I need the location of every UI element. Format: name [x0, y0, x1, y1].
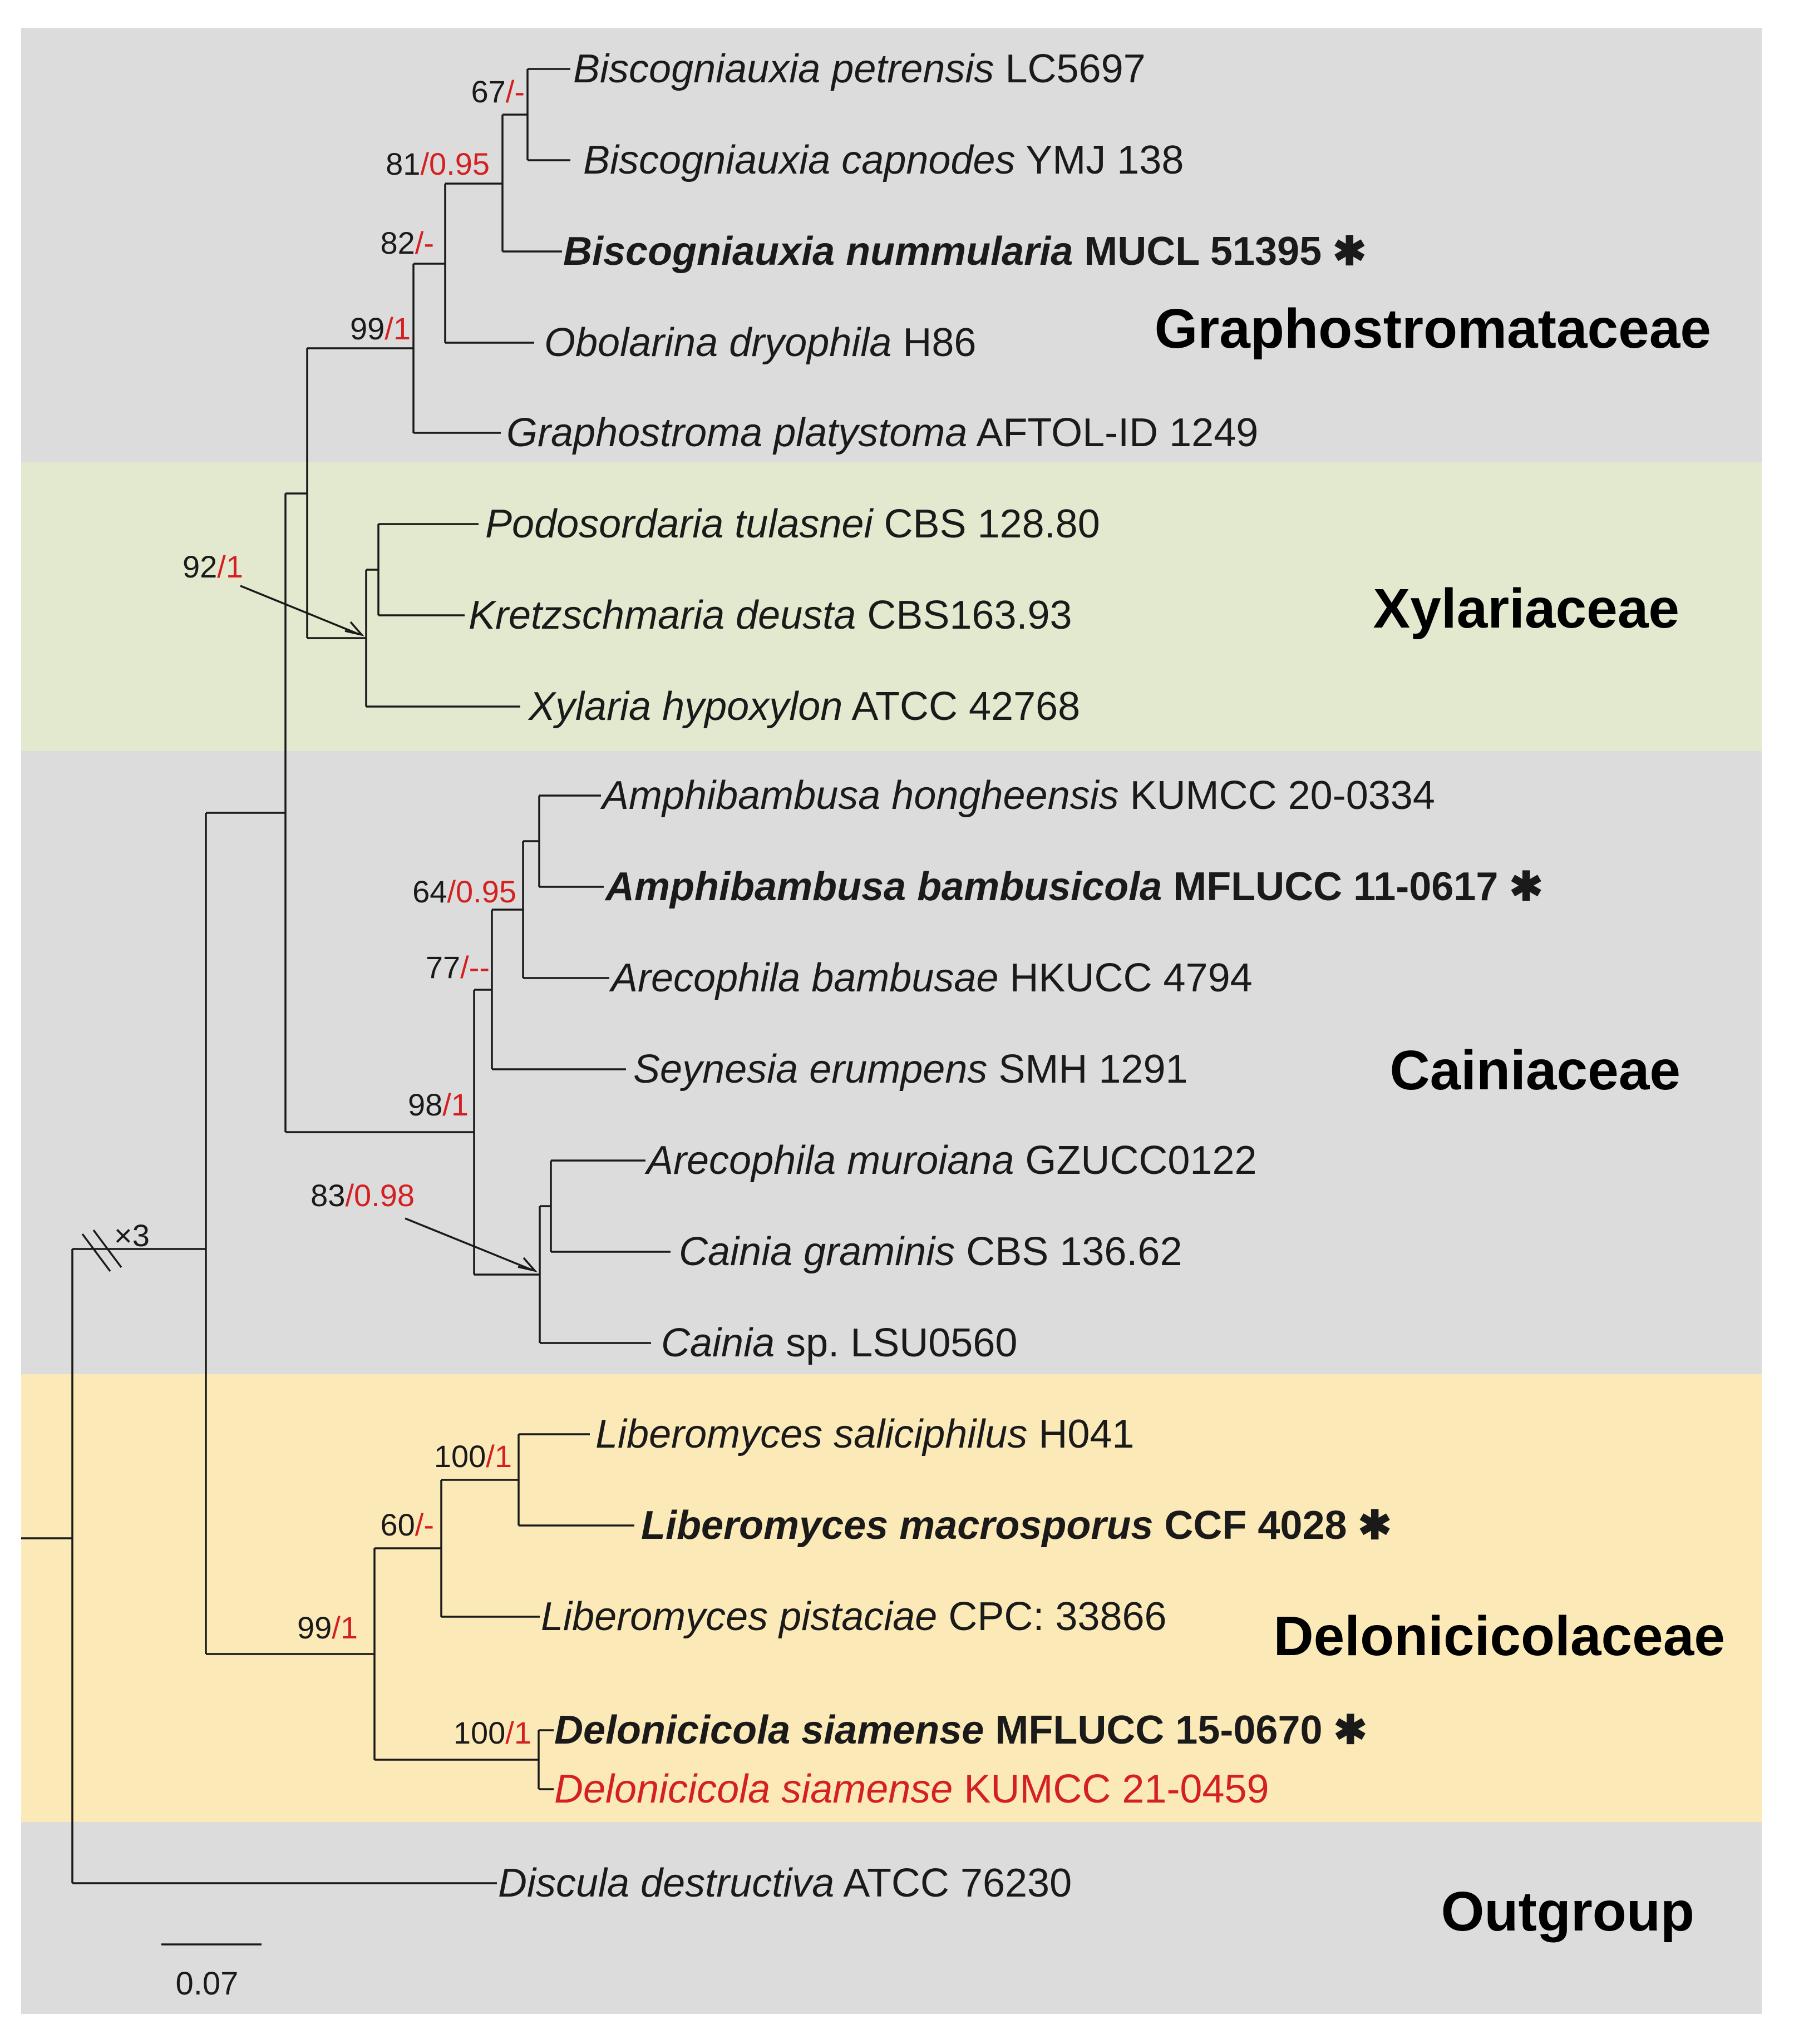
taxon-label: Delonicicola siamense MFLUCC 15-0670 ✱ [554, 1708, 1367, 1752]
family-labels: Graphostromataceae Xylariaceae Cainiacea… [1155, 298, 1725, 1943]
family-label-xylariaceae: Xylariaceae [1373, 577, 1680, 640]
support-value: 100/1 [454, 1715, 531, 1750]
taxon-label: Liberomyces macrosporus CCF 4028 ✱ [641, 1503, 1392, 1548]
support-values: 67/- 81/0.95 82/- 99/1 92/1 64/0.95 77/-… [183, 74, 531, 1750]
support-value: 100/1 [434, 1439, 512, 1474]
delonicicolaceae-band [21, 1374, 1762, 1822]
support-value: 67/- [471, 74, 525, 109]
taxon-label: Obolarina dryophila H86 [544, 320, 976, 365]
tree-branches [21, 68, 671, 1946]
taxon-label: Cainia graminis CBS 136.62 [679, 1230, 1182, 1274]
branch-break-label: ×3 [114, 1218, 150, 1253]
support-value: 77/-- [426, 950, 490, 985]
taxon-label: Arecophila muroiana GZUCC0122 [644, 1138, 1257, 1183]
type-strain-star-icon: ✱ [1358, 1503, 1392, 1548]
taxon-label: Kretzschmaria deusta CBS163.93 [469, 593, 1072, 638]
taxon-label: Liberomyces saliciphilus H041 [595, 1412, 1134, 1457]
taxon-label: Liberomyces pistaciae CPC: 33866 [541, 1594, 1167, 1639]
type-strain-star-icon: ✱ [1333, 229, 1366, 274]
taxon-label: Cainia sp. LSU0560 [661, 1321, 1017, 1365]
family-label-cainiaceae: Cainiaceae [1389, 1039, 1680, 1102]
support-value: 99/1 [350, 311, 411, 346]
outgroup-band [21, 1822, 1762, 2014]
support-value: 81/0.95 [386, 146, 490, 181]
taxon-label: Amphibambusa bambusicola MFLUCC 11-0617 … [604, 865, 1543, 909]
xylariaceae-band [21, 462, 1762, 751]
family-label-outgroup: Outgroup [1441, 1880, 1694, 1943]
taxon-label-new-strain: Delonicicola siamense KUMCC 21-0459 [554, 1767, 1269, 1811]
taxon-label: Biscogniauxia capnodes YMJ 138 [583, 138, 1184, 182]
support-value: 64/0.95 [412, 874, 516, 909]
support-value: 83/0.98 [310, 1178, 415, 1213]
family-label-delonicicolaceae: Delonicicolaceae [1273, 1605, 1725, 1667]
taxon-label: Amphibambusa hongheensis KUMCC 20-0334 [600, 773, 1435, 818]
type-strain-star-icon: ✱ [1509, 865, 1542, 909]
taxon-label: Podosordaria tulasnei CBS 128.80 [485, 502, 1100, 546]
support-value: 82/- [380, 225, 434, 260]
type-strain-star-icon: ✱ [1334, 1708, 1367, 1752]
support-value: 60/- [380, 1507, 434, 1542]
taxon-labels: Biscogniauxia petrensis LC5697 Biscognia… [469, 47, 1543, 1905]
support-value: 98/1 [408, 1087, 469, 1122]
taxon-label: Biscogniauxia petrensis LC5697 [573, 47, 1146, 91]
scale-bar-label: 0.07 [176, 1966, 239, 2002]
support-value: 99/1 [297, 1610, 358, 1645]
taxon-label: Xylaria hypoxylon ATCC 42768 [528, 684, 1080, 729]
family-label-graphostromataceae: Graphostromataceae [1155, 298, 1711, 360]
taxon-label: Discula destructiva ATCC 76230 [498, 1861, 1072, 1905]
taxon-label: Biscogniauxia nummularia MUCL 51395 ✱ [563, 229, 1366, 274]
graphostromataceae-band [21, 28, 1762, 462]
taxon-label: Graphostroma platystoma AFTOL-ID 1249 [506, 411, 1258, 455]
support-value: 92/1 [183, 549, 243, 584]
cainiaceae-band [21, 751, 1762, 1374]
taxon-label: Arecophila bambusae HKUCC 4794 [609, 956, 1253, 1000]
taxon-label: Seynesia erumpens SMH 1291 [633, 1047, 1188, 1092]
